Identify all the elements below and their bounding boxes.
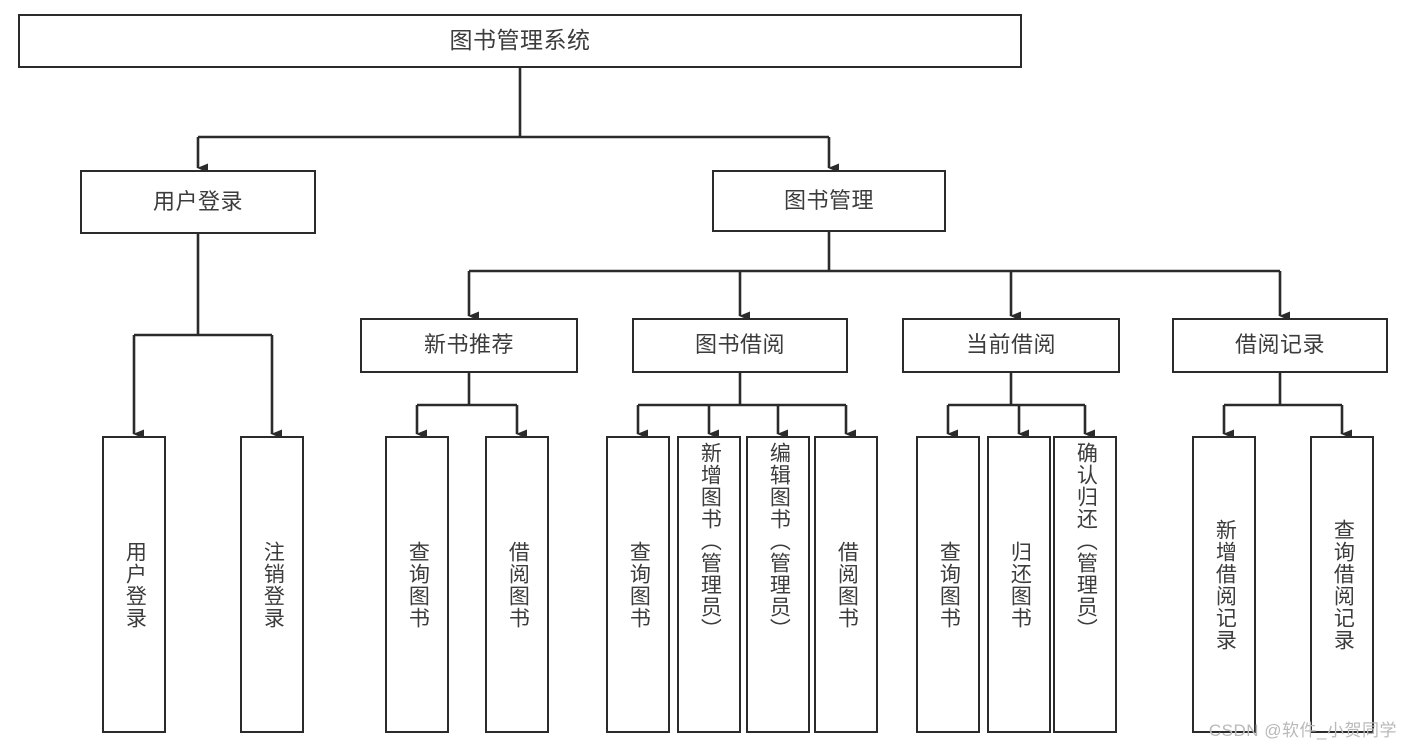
node-book-borrow[interactable]: 图书借阅 (632, 318, 848, 373)
node-label: 用户登录 (123, 540, 147, 629)
node-leaf-query-borrow-record[interactable]: 查询借阅记录 (1310, 436, 1374, 733)
node-leaf-borrow-book[interactable]: 借阅图书 (814, 436, 878, 733)
node-label: 查询图书 (937, 540, 961, 629)
node-label: 借阅记录 (1234, 332, 1325, 358)
node-label: 确认归还（管理员） (1074, 442, 1098, 640)
node-book-management[interactable]: 图书管理 (712, 170, 946, 232)
node-leaf-user-login[interactable]: 用户登录 (102, 436, 166, 733)
node-new-book-recommend[interactable]: 新书推荐 (360, 318, 578, 373)
node-leaf-edit-book[interactable]: 编辑图书（管理员） (746, 436, 810, 733)
node-user-login[interactable]: 用户登录 (80, 170, 316, 234)
node-label: 查询借阅记录 (1331, 518, 1355, 651)
node-label: 新增图书（管理员） (698, 442, 722, 640)
node-label: 新增借阅记录 (1213, 518, 1237, 651)
node-leaf-add-borrow-record[interactable]: 新增借阅记录 (1192, 436, 1256, 733)
node-label: 查询图书 (627, 540, 651, 629)
node-leaf-borrow-book-recommend[interactable]: 借阅图书 (485, 436, 549, 733)
csdn-watermark: CSDN @软件_小贺同学 (1208, 721, 1397, 740)
node-label: 新书推荐 (423, 332, 514, 358)
node-label: 当前借阅 (965, 332, 1056, 358)
node-label: 注销登录 (261, 540, 285, 629)
node-label: 借阅图书 (835, 540, 859, 629)
node-leaf-return-book[interactable]: 归还图书 (987, 436, 1051, 733)
node-label: 图书借阅 (694, 332, 785, 358)
node-label: 编辑图书（管理员） (767, 442, 791, 640)
node-leaf-logout[interactable]: 注销登录 (240, 436, 304, 733)
node-label: 用户登录 (152, 188, 243, 214)
node-leaf-query-book-current[interactable]: 查询图书 (916, 436, 980, 733)
node-leaf-query-book-borrow[interactable]: 查询图书 (606, 436, 670, 733)
node-label: 图书管理系统 (449, 27, 591, 54)
node-leaf-add-book[interactable]: 新增图书（管理员） (677, 436, 741, 733)
node-label: 借阅图书 (506, 540, 530, 629)
node-label: 图书管理 (783, 187, 874, 213)
node-root-system[interactable]: 图书管理系统 (18, 14, 1022, 68)
node-label: 归还图书 (1008, 540, 1032, 629)
node-current-borrow[interactable]: 当前借阅 (902, 318, 1120, 373)
node-leaf-confirm-return[interactable]: 确认归还（管理员） (1053, 436, 1117, 733)
node-leaf-query-book-recommend[interactable]: 查询图书 (385, 436, 449, 733)
node-label: 查询图书 (406, 540, 430, 629)
node-borrow-record[interactable]: 借阅记录 (1172, 318, 1388, 373)
